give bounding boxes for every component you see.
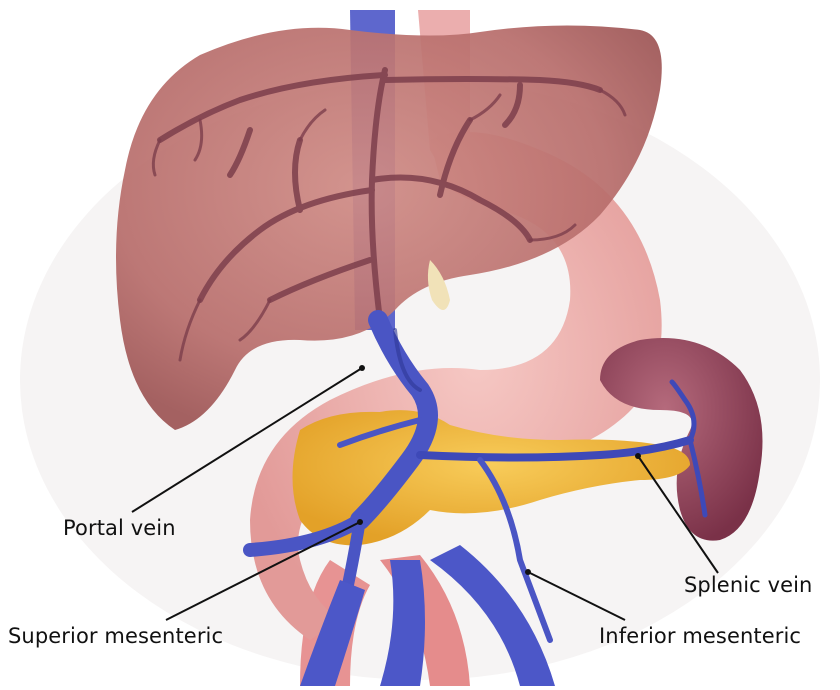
portal-vein-label: Portal vein bbox=[63, 516, 176, 540]
splenic-vein-label: Splenic vein bbox=[684, 573, 812, 597]
inferior-mesenteric-label: Inferior mesenteric bbox=[599, 624, 801, 648]
superior-mesenteric-label: Superior mesenteric bbox=[8, 624, 223, 648]
